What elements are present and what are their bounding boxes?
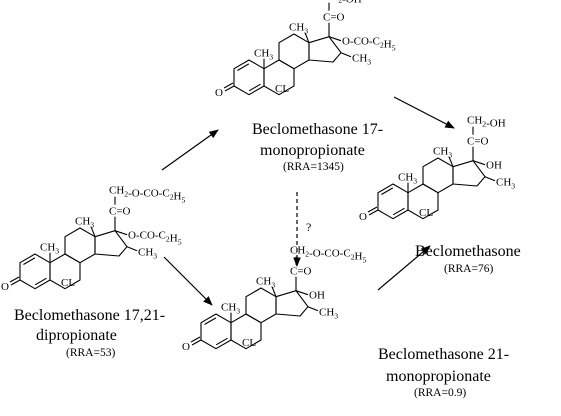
dp-name-line2: dipropionate — [36, 327, 117, 344]
c16-methyl-label: CH3 — [496, 177, 515, 191]
c13-methyl-label: CH3 — [433, 146, 452, 160]
c9-chlorine-label: CL — [61, 277, 75, 289]
double-bond-1-2 — [204, 317, 217, 325]
ring-a — [377, 183, 409, 220]
c13-methyl-bond — [90, 226, 96, 237]
double-bond-1-2 — [237, 63, 250, 71]
c17-substituent-bond — [114, 230, 128, 236]
double-bond-4-5 — [248, 83, 261, 92]
m21-rra: (RRA=0.9) — [414, 387, 466, 399]
c21-group-label: CH2-O-CO-C2H5 — [109, 185, 185, 205]
ketone-bond-2 — [9, 276, 20, 283]
dp-rra: (RRA=53) — [66, 347, 115, 359]
ring-d — [275, 290, 309, 317]
c10-methyl-label: CH3 — [221, 302, 240, 316]
ketone-oxygen: O — [1, 281, 9, 293]
c9-chlorine-label: CL — [419, 207, 433, 219]
ring-d — [452, 160, 486, 187]
double-bond-1-2 — [23, 257, 36, 265]
c13-methyl-label: CH3 — [289, 22, 308, 36]
ring-d — [94, 230, 128, 257]
ring-c — [64, 227, 96, 264]
uncertain-arrow-label: ? — [306, 220, 311, 234]
ring-d — [308, 36, 342, 63]
parent-rra: (RRA=76) — [444, 263, 493, 275]
m17-name-line2: monopropionate — [260, 142, 365, 159]
double-bond-1-2 — [381, 187, 394, 195]
m21-name-line1: Beclomethasone 21- — [378, 346, 509, 363]
ring-a — [19, 253, 51, 290]
c16-methyl-bond — [307, 306, 319, 312]
ring-c — [278, 33, 310, 70]
c16-methyl-bond — [340, 52, 352, 58]
arrow-21mono-to-parent — [377, 245, 431, 291]
c13-methyl-label: CH3 — [256, 276, 275, 290]
ketone-bond-2 — [367, 206, 378, 213]
c10-methyl-label: CH3 — [398, 172, 417, 186]
c20-ketone-label: C=O — [109, 206, 131, 218]
arrow-dp-to-21mono — [163, 256, 213, 306]
dp-name-line1: Beclomethasone 17,21- — [14, 307, 165, 324]
c17-substituent-bond — [295, 290, 309, 296]
c17-substituent-label: OH — [309, 290, 325, 302]
c13-methyl-bond — [448, 156, 454, 167]
c21-group-label: CH2-OH — [323, 0, 362, 6]
c16-methyl-label: CH3 — [352, 53, 371, 67]
m17-name-line1: Beclomethasone 17- — [252, 121, 383, 138]
c16-methyl-label: CH3 — [138, 247, 157, 261]
c17-substituent-bond — [472, 160, 486, 166]
c16-methyl-label: CH3 — [319, 307, 338, 321]
c17-substituent-label: OH — [486, 160, 502, 172]
c16-methyl-bond — [484, 176, 496, 182]
ketone-bond-2 — [190, 336, 201, 343]
c20-ketone-label: C=O — [467, 136, 489, 148]
arrow-dp-to-17mono — [161, 129, 219, 171]
arrow-17mono-to-parent — [393, 96, 455, 129]
c10-methyl-label: CH3 — [40, 242, 59, 256]
parent-name: Beclomethasone — [415, 243, 521, 260]
m21-name-line2: monopropionate — [386, 368, 491, 385]
c13-methyl-bond — [271, 286, 277, 297]
ring-a — [233, 59, 265, 96]
ketone-bond — [368, 209, 379, 216]
ketone-bond — [10, 279, 21, 286]
c9-chlorine-label: CL — [242, 337, 256, 349]
c17-substituent-bond — [328, 36, 342, 42]
ring-a — [200, 313, 232, 350]
ketone-bond-2 — [223, 82, 234, 89]
ketone-oxygen: O — [215, 87, 223, 99]
c13-methyl-label: CH3 — [75, 216, 94, 230]
c21-group-label: CH2-O-CO-C2H5 — [290, 245, 366, 265]
ketone-oxygen: O — [359, 211, 367, 223]
c17-substituent-label: O-CO-C2H5 — [128, 230, 182, 247]
c13-methyl-bond — [304, 32, 310, 43]
c20-ketone-label: C=O — [323, 12, 345, 24]
c10-methyl-label: CH3 — [254, 48, 273, 62]
ring-c — [422, 157, 454, 194]
c17-substituent-label: O-CO-C2H5 — [342, 36, 396, 53]
ring-c — [245, 287, 277, 324]
ketone-oxygen: O — [182, 341, 190, 353]
c16-methyl-bond — [126, 246, 138, 252]
c9-chlorine-label: CL — [275, 83, 289, 95]
double-bond-4-5 — [34, 277, 47, 286]
m17-rra: (RRA=1345) — [283, 161, 344, 173]
c20-ketone-label: C=O — [290, 266, 312, 278]
ketone-bond — [191, 339, 202, 346]
double-bond-4-5 — [215, 337, 228, 346]
ketone-bond — [224, 85, 235, 92]
double-bond-4-5 — [392, 207, 405, 216]
c21-group-label: CH2-OH — [467, 115, 506, 130]
